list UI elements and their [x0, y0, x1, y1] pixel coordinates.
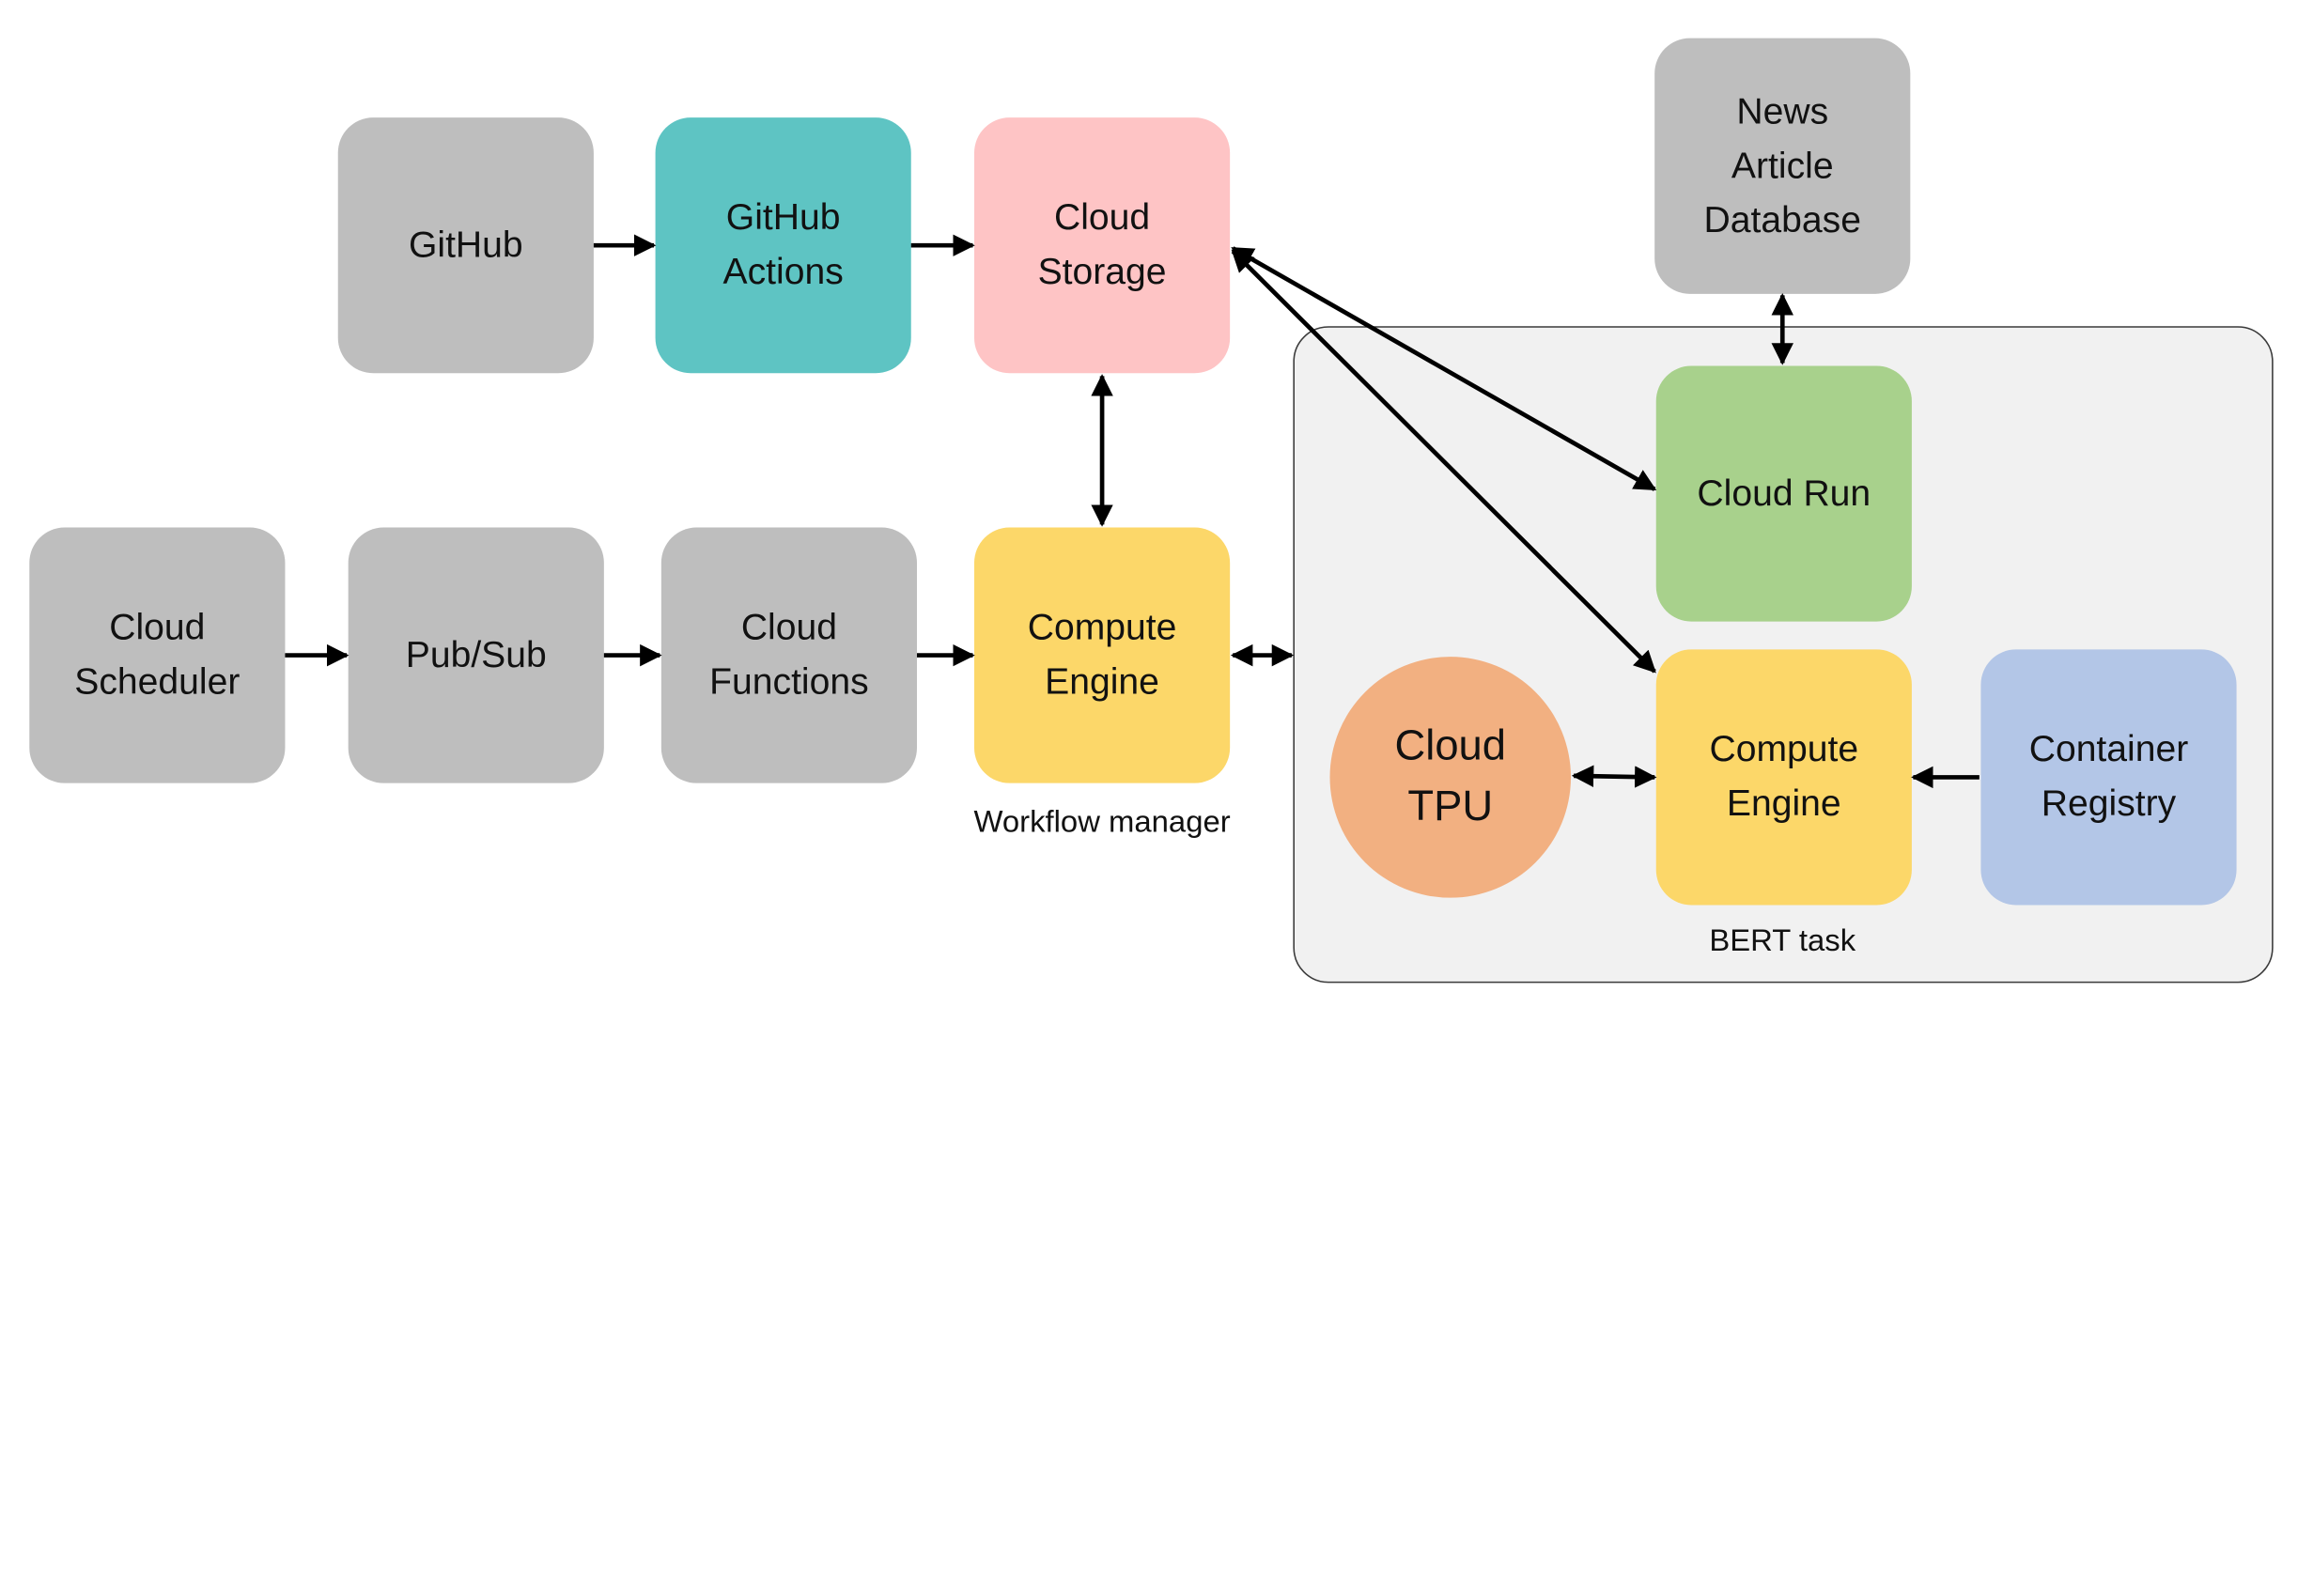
workflow-manager-caption: Workflow manager	[973, 805, 1231, 840]
cloud-tpu-node: Cloud TPU	[1329, 657, 1572, 898]
pubsub-node: Pub/Sub	[348, 527, 604, 783]
container-registry-node: Container Registry	[1980, 649, 2237, 906]
compute-engine-workflow-node: Compute Engine	[973, 527, 1231, 783]
arrow-storage-cloud-run	[1231, 246, 1657, 491]
news-article-database-node: News Article Database	[1654, 38, 1911, 294]
cloud-functions-node: Cloud Functions	[660, 527, 917, 783]
cloud-run-node: Cloud Run	[1655, 365, 1912, 622]
edges	[285, 234, 1980, 789]
github-node: GitHub	[337, 117, 594, 374]
cloud-scheduler-node: Cloud Scheduler	[29, 527, 286, 783]
github-actions-node: GitHub Actions	[655, 117, 911, 374]
arrow-tpu-bert-engine	[1571, 765, 1657, 788]
arrow-storage-bert-engine	[1231, 249, 1656, 674]
cloud-storage-node: Cloud Storage	[973, 117, 1231, 374]
bert-task-caption: BERT task	[1709, 923, 1856, 958]
compute-engine-bert-node: Compute Engine	[1655, 649, 1912, 906]
